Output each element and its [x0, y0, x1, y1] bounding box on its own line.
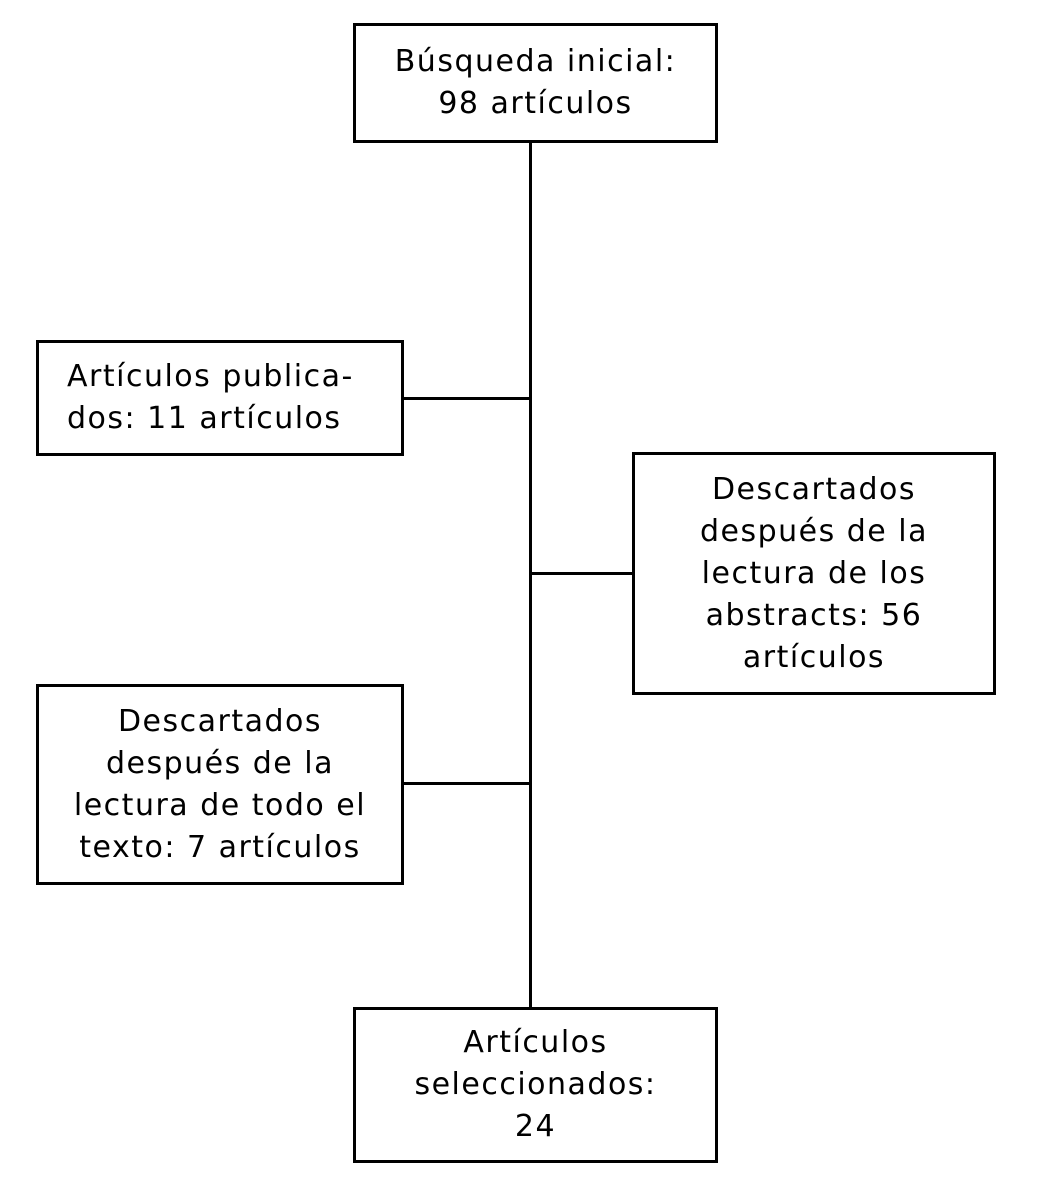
node-initial-search: Búsqueda inicial: 98 artículos [353, 23, 718, 143]
node-discarded-after-fulltext: Descartados después de la lectura de tod… [36, 684, 404, 885]
connector-vertical-spine [529, 143, 532, 1007]
node-discarded-after-abstracts: Descartados después de la lectura de los… [632, 452, 996, 695]
node-selected-articles: Artículos seleccionados: 24 [353, 1007, 718, 1163]
connector-fulltext-branch [404, 782, 529, 785]
node-published-articles: Artículos publica- dos: 11 artículos [36, 340, 404, 456]
connector-published-branch [404, 397, 529, 400]
connector-abstracts-branch [532, 572, 632, 575]
